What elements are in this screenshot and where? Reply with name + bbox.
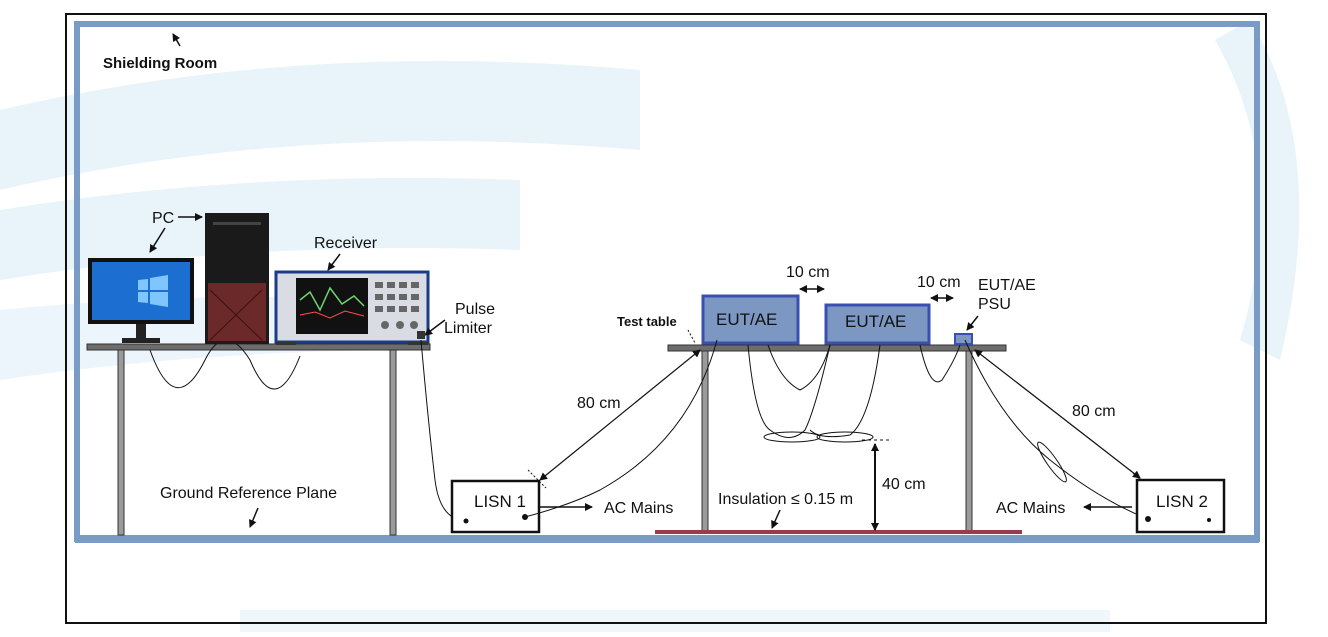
psu-label-2: PSU xyxy=(978,296,1011,313)
shielding-room-label: Shielding Room xyxy=(103,55,217,72)
left-table xyxy=(86,343,431,536)
distance-left-label: 80 cm xyxy=(577,395,621,412)
receiver-icon xyxy=(274,270,430,345)
eut-ae-box-1 xyxy=(701,294,800,345)
lisn1-box xyxy=(450,479,541,534)
pulse-limiter-label-1: Pulse xyxy=(455,301,495,318)
lisn2-box xyxy=(1135,478,1226,534)
ac-mains-right-label: AC Mains xyxy=(996,500,1065,517)
eut-ae-label-1: EUT/AE xyxy=(716,310,777,329)
distance-right-label: 80 cm xyxy=(1072,403,1116,420)
lisn2-label: LISN 2 xyxy=(1156,492,1208,511)
test-table-label: Test table xyxy=(617,314,677,329)
psu-cable xyxy=(964,339,1149,520)
lisn1-label: LISN 1 xyxy=(474,492,526,511)
pc-label: PC xyxy=(152,210,174,227)
spacing-label-2: 10 cm xyxy=(917,274,961,291)
ac-mains-left-label: AC Mains xyxy=(604,500,673,517)
eut-ae-box-2 xyxy=(824,303,931,345)
psu-label-1: EUT/AE xyxy=(978,277,1036,294)
eut-ae-psu-box xyxy=(954,333,973,345)
receiver-label: Receiver xyxy=(314,235,378,252)
height-label: 40 cm xyxy=(882,476,926,493)
monitor-icon xyxy=(88,258,194,343)
spacing-label-1: 10 cm xyxy=(786,264,830,281)
eut-ae-label-2: EUT/AE xyxy=(845,312,906,331)
pulse-limiter-icon xyxy=(417,331,425,339)
insulation-label: Insulation ≤ 0.15 m xyxy=(718,491,853,508)
receiver-cable xyxy=(420,339,467,522)
pc-tower-icon xyxy=(205,213,269,344)
outer-frame xyxy=(65,13,1267,624)
ground-plane-label: Ground Reference Plane xyxy=(160,485,337,502)
test-table xyxy=(667,344,1007,534)
pulse-limiter-label-2: Limiter xyxy=(444,320,493,337)
